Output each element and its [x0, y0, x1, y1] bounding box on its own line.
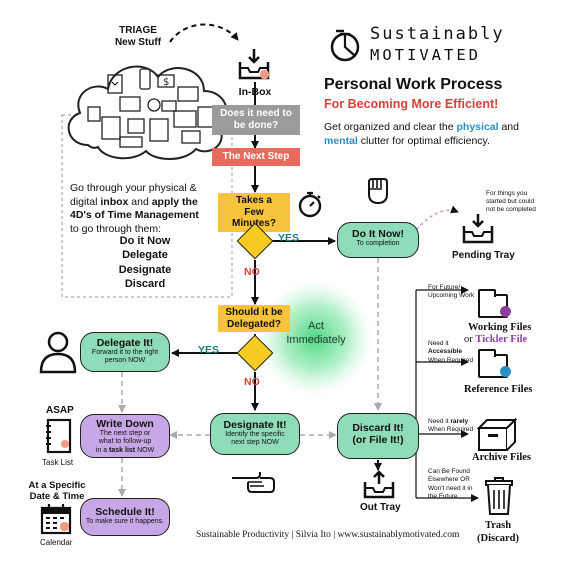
desc-pre: Get organized and clear the — [324, 121, 457, 133]
out-tray-label: Out Tray — [360, 502, 401, 513]
blue-dot-icon — [500, 366, 511, 377]
write-down-sub-1: The next step or — [99, 430, 151, 437]
four-ds-item: Delegate — [122, 249, 168, 262]
page-description: Get organized and clear the physical and… — [324, 120, 544, 148]
write-down-sub-2: what to follow-up — [98, 438, 152, 446]
out-tray-icon — [363, 470, 395, 499]
triage-instructions: Go through your physical & digital inbox… — [70, 182, 199, 235]
calendar-label: Calendar — [40, 538, 73, 547]
discard-title-1: Discard It! — [352, 422, 404, 434]
write-down-title: Write Down — [96, 418, 154, 430]
no-label-minutes: NO — [244, 266, 260, 278]
inbox-label: In-Box — [238, 86, 272, 98]
future-note: For Future/Upcoming Work — [428, 284, 475, 300]
schedule-node: Schedule It! To make sure it happens. — [80, 498, 170, 536]
bicycle-logo-icon — [330, 29, 360, 62]
designate-title: Designate It! — [223, 419, 287, 431]
page-subtitle: For Becoming More Efficient! — [324, 97, 499, 111]
page-title: Personal Work Process — [324, 76, 503, 93]
file-box-icon — [476, 418, 518, 451]
do-it-now-title: Do It Now! — [352, 228, 404, 240]
no-label-delegate: NO — [244, 376, 260, 388]
delegate-title: Delegate It! — [96, 337, 154, 349]
schedule-title: Schedule It! — [95, 506, 155, 518]
person-icon — [39, 331, 77, 374]
pending-tray-label: Pending Tray — [452, 250, 515, 261]
cloud-icon: $ — [67, 65, 228, 160]
archive-files-label: Archive Files — [472, 452, 532, 463]
tickler-file-label: or Tickler File — [464, 334, 528, 345]
designate-sub-2: next step NOW — [231, 439, 279, 447]
desc-post: clutter for optimal efficiency. — [357, 135, 490, 148]
trash-can-icon — [485, 477, 513, 515]
reference-files-label: Reference Files — [464, 384, 533, 395]
pointing-hand-icon — [232, 472, 275, 493]
designate-sub-1: Identify the specific — [225, 431, 285, 438]
four-ds-list: Do it Now Delegate Designate Discard — [70, 234, 220, 291]
asap-label: ASAP — [46, 405, 74, 416]
purple-dot-icon — [500, 306, 511, 317]
do-it-now-sub: To completion — [356, 240, 400, 247]
inbox-tray-icon — [238, 49, 270, 80]
working-files-label: Working Files — [468, 322, 532, 333]
cloud-to-inbox-arrow — [169, 23, 239, 43]
discard-node: Discard It! (or File It!) — [337, 413, 419, 459]
four-ds-item: Discard — [124, 277, 166, 290]
task-list-label: Task List — [42, 458, 74, 467]
discard-title-2: (or File It!) — [352, 434, 404, 446]
desc-and: and — [498, 121, 519, 133]
write-down-sub-3: in a task list NOW — [95, 446, 155, 454]
pending-tray-icon — [462, 214, 494, 244]
question-needs-doing: Does it need to be done? — [212, 105, 300, 135]
brand-line2: MOTIVATED — [370, 46, 481, 64]
four-ds-item: Designate — [118, 263, 172, 276]
delegate-node: Delegate It! Forward it to the right per… — [80, 332, 170, 372]
svg-text:$: $ — [163, 77, 169, 88]
delegate-sub-1: Forward it to the right — [91, 349, 159, 356]
calendar-icon — [40, 504, 72, 535]
brand-line1: Sustainably — [370, 24, 505, 44]
footer-credit: Sustainable Productivity | Silvia Ito | … — [196, 530, 460, 540]
do-it-now-node: Do It Now! To completion — [337, 222, 419, 258]
write-down-node: Write Down The next step or what to foll… — [80, 414, 170, 458]
trash-label: Trash(Discard) — [477, 520, 519, 544]
yes-label-delegate: YES — [198, 344, 220, 356]
desc-physical: physical — [456, 121, 499, 133]
stopwatch-icon — [298, 191, 322, 218]
fist-icon — [368, 178, 388, 205]
next-step-box: The Next Step — [212, 148, 300, 166]
four-ds-item: Do it Now — [119, 235, 171, 247]
desc-mental: mental — [324, 135, 358, 148]
yes-label-minutes: YES — [278, 232, 300, 244]
designate-node: Designate It! Identify the specific next… — [210, 413, 300, 455]
delegate-sub-2: person NOW — [104, 357, 146, 365]
notebook-icon — [46, 418, 72, 454]
schedule-sub: To make sure it happens. — [85, 518, 165, 525]
